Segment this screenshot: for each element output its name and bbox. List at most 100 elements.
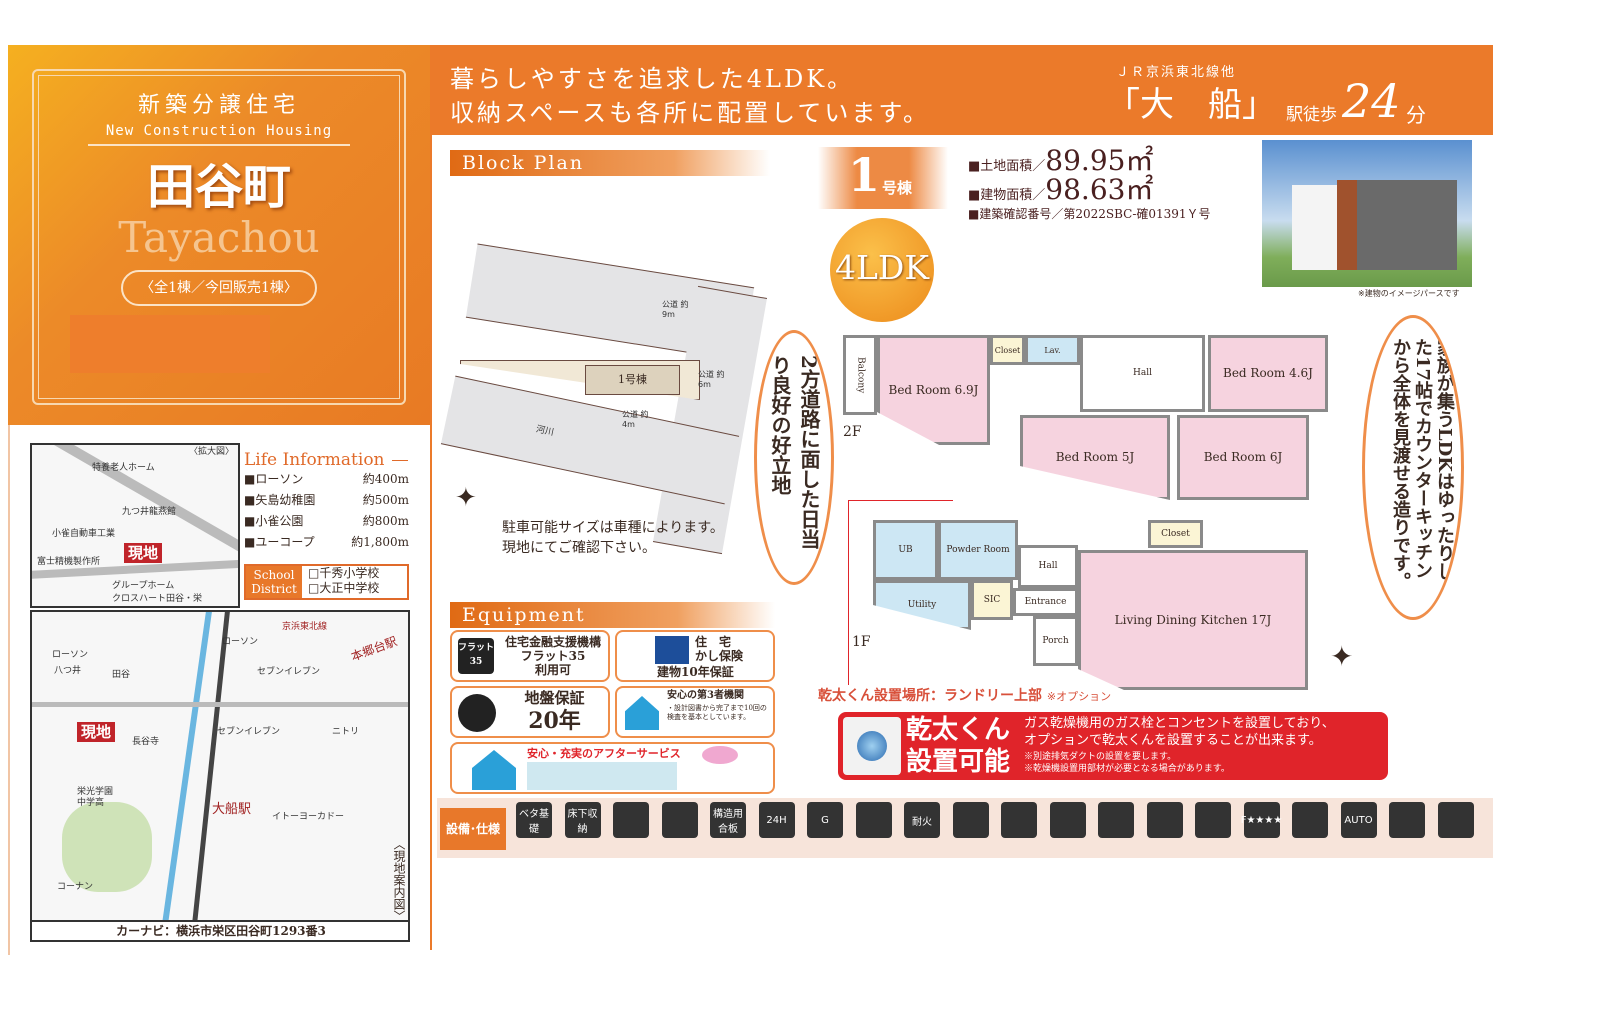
kashi-line: 住 宅 [695, 635, 732, 649]
car-navi-address: カーナビ：横浜市栄区田谷町1293番3 [32, 920, 408, 940]
units-badge: 〈全1棟／今回販売1棟〉 [121, 270, 317, 306]
hongodai-station: 本郷台駅 [349, 634, 399, 664]
life-item: ■小雀公園約800m [244, 514, 409, 535]
life-item-dist: 約800m [362, 514, 409, 528]
map-label: イトーヨーカドー [272, 812, 345, 822]
life-item-dist: 約400m [362, 472, 409, 486]
building-area-row: ■建物面積／98.63㎡ [968, 173, 1154, 206]
kashi-card: 住 宅かし保険 建物10年保証 [615, 630, 775, 682]
spec-icon [1195, 802, 1231, 838]
map-label: 小雀自動車工業 [52, 529, 116, 539]
kanta-note-2: ※乾燥機設置用部材が必要となる場合があります。 [1024, 764, 1230, 774]
parking-note-2: 現地にてご確認下さい。 [502, 540, 656, 556]
unit-bath: UB [873, 520, 938, 580]
zoom-map-label: 〈拡大図〉 [188, 447, 234, 457]
heading-jp: 新築分譲住宅 [137, 93, 300, 118]
spec-icon [1389, 802, 1425, 838]
road-callout: 2方道路に面した日当り良好の好立地 [754, 330, 834, 585]
divider [430, 135, 432, 950]
river-label: 河川 [534, 424, 555, 439]
life-info-rule [392, 460, 408, 461]
bedroom-4-6j: Bed Room 4.6J [1208, 335, 1328, 412]
school-label: School District [246, 566, 302, 598]
living-dining-kitchen: Living Dining Kitchen 17J [1078, 550, 1308, 690]
third-party-text: ・設計図書から完了まで10回の検査を基本としています。 [667, 704, 767, 721]
unit-suffix: 号棟 [882, 179, 913, 197]
floor-2f-label: 2F [843, 424, 862, 440]
spec-icon [1292, 802, 1328, 838]
ldk-callout: 家族が集うLDKはゆったりした17帖でカウンターキッチンから全体を見渡せる造りで… [1362, 315, 1464, 620]
spec-icon [952, 802, 989, 838]
station-name: 「大 船」 [1106, 85, 1276, 125]
dryer-icon [843, 717, 901, 775]
map-label: 長谷寺 [132, 737, 160, 747]
spec-icon [855, 802, 892, 838]
school: □大正中学校 [308, 581, 380, 595]
floor-plan-2f: Balcony Bed Room 6.9J Bed Room 5J Bed Ro… [840, 330, 1330, 500]
flat35-line: 住宅金融支援機構 [504, 635, 601, 649]
map-label: セブンイレブン [217, 727, 281, 737]
spec-icon: ベタ基礎 [516, 802, 552, 838]
equipment-header: Equipment [450, 602, 775, 628]
road-label: 公道 約6m [698, 370, 725, 389]
life-item-name: ■ローソン [244, 472, 304, 486]
ground-years: 20年 [528, 708, 581, 734]
map-label: グループホーム [112, 581, 175, 591]
spec-icon [1146, 802, 1183, 838]
spec-icon [1098, 802, 1134, 838]
closet: Closet [990, 335, 1025, 365]
spec-icon [1437, 802, 1474, 838]
map-label: 特養老人ホーム [92, 463, 155, 473]
kanta-text-2: オプションで乾太くんを設置することが出来ます。 [1024, 733, 1322, 748]
north-arrow-icon: ✦ [455, 483, 477, 513]
north-arrow-icon: ✦ [1330, 640, 1354, 673]
school-list: □千秀小学校□大正中学校 [302, 566, 379, 598]
kanta-note-1: ※別途排気ダクトの設置を要します。 [1024, 752, 1177, 762]
parking-note-1: 駐車可能サイズは車種によります。 [502, 520, 724, 536]
life-info-list: ■ローソン約400m ■矢島幼稚園約500m ■小雀公園約800m ■ユーコープ… [244, 472, 409, 556]
shoe-closet: SIC [971, 580, 1013, 620]
hall: Hall [1018, 545, 1078, 588]
land-area: 89.95㎡ [1045, 144, 1154, 177]
unit-number: 1 [848, 148, 881, 202]
school: □千秀小学校 [308, 566, 380, 580]
divider-left [8, 425, 10, 955]
house-wood-panel [1337, 180, 1357, 270]
kashi-text: 住 宅かし保険 [695, 635, 743, 663]
train-line: ＪＲ京浜東北線他 [1116, 65, 1237, 80]
spec-icon: F★★★★ [1241, 802, 1282, 838]
redacted-block [70, 315, 270, 373]
map-label: 富士精機製作所 [37, 557, 101, 567]
bedroom-6-9j: Bed Room 6.9J [877, 335, 990, 445]
title-panel: 新築分譲住宅 New Construction Housing 田谷町 Taya… [8, 45, 430, 425]
layout-badge: 4LDK [830, 218, 934, 322]
third-party-card: 安心の第3者機関 ・設計図書から完了まで10回の検査を基本としています。 [615, 686, 775, 738]
bedroom-5j: Bed Room 5J [1020, 415, 1170, 500]
life-item-name: ■ユーコープ [244, 535, 315, 549]
map-label: ローソン [52, 650, 89, 660]
land-area-row: ■土地面積／89.95㎡ [968, 144, 1154, 177]
house-footprint: 1号棟 [585, 365, 680, 395]
image-caption: ※建物のイメージパースです [1358, 289, 1460, 298]
spec-icon: 床下収納 [564, 802, 601, 838]
kanta-title-2: 設置可能 [906, 747, 1011, 777]
map-label: ニトリ [332, 727, 360, 737]
after-service-list [527, 762, 677, 790]
house-icon [655, 636, 689, 664]
kanta-location: 乾太くん設置場所：ランドリー上部 ※オプション [818, 688, 1111, 705]
heading-en: New Construction Housing [88, 123, 350, 146]
site-marker: 現地 [124, 543, 163, 563]
kashi-warranty: 建物10年保証 [657, 665, 734, 679]
life-item: ■ユーコープ約1,800m [244, 535, 409, 556]
house-white-wall [1292, 185, 1337, 270]
school-district: School District □千秀小学校□大正中学校 [244, 564, 409, 600]
ofuna-station: 大船駅 [212, 802, 252, 817]
flat35-line: 利用可 [534, 663, 571, 677]
kashi-line: かし保険 [695, 649, 744, 663]
land-label: ■土地面積／ [968, 159, 1046, 174]
building-area: 98.63㎡ [1045, 173, 1154, 206]
spec-icon [1049, 802, 1086, 838]
ground-seal-icon [458, 694, 496, 732]
